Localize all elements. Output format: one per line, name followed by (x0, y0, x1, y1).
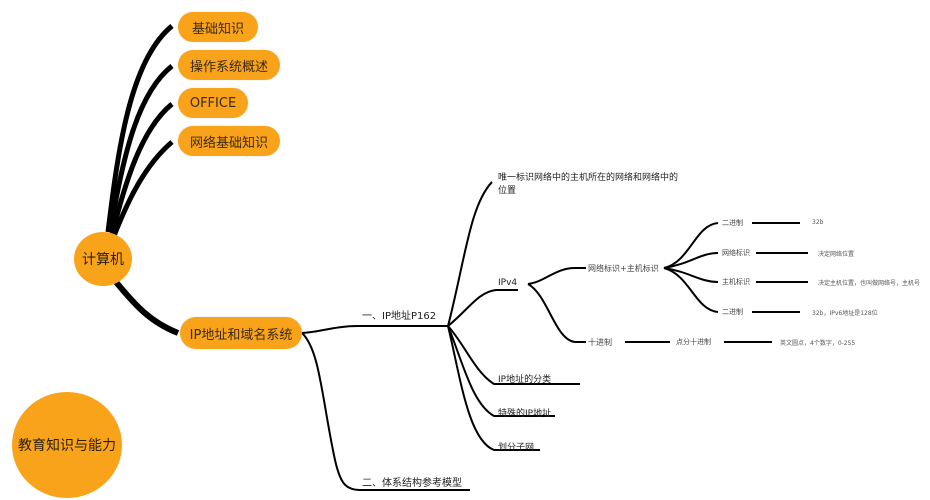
dotted-decimal-label[interactable]: 点分十进制 (676, 338, 711, 346)
edge-office (109, 102, 174, 235)
dotted-decimal-note: 英文圆点，4个数字，0-255 (780, 340, 856, 347)
binary-1-note: 32b (812, 219, 824, 226)
branch-os-label: 操作系统概述 (189, 59, 268, 75)
corner-node[interactable]: 教育知识与能力 (12, 392, 122, 498)
edge-netmark (663, 252, 719, 269)
root-node[interactable]: 计算机 (74, 232, 132, 286)
decimal-label[interactable]: 十进制 (588, 338, 612, 347)
hostmark-label[interactable]: 主机标识 (722, 278, 750, 286)
edge-arch-section (301, 332, 470, 491)
corner-label: 教育知识与能力 (18, 438, 116, 454)
edge-ip-domain (113, 280, 180, 336)
edge-basics (105, 24, 174, 233)
root-label: 计算机 (82, 252, 124, 268)
binary-2-label[interactable]: 二进制 (722, 308, 743, 316)
branch-ip-domain[interactable]: IP地址和域名系统 (180, 317, 302, 349)
branch-basics[interactable]: 基础知识 (178, 12, 258, 42)
edge-decimal (527, 283, 586, 343)
unique-id-label[interactable]: 唯一标识网络中的主机所在的网络和网络中的位置 (498, 173, 679, 196)
branch-network-label: 网络基础知识 (189, 135, 268, 151)
edge-netid (527, 267, 586, 285)
branch-office-label: OFFICE (189, 95, 237, 111)
subnet-label[interactable]: 划分子网 (498, 443, 535, 453)
edge-unique-id (447, 181, 493, 327)
arch-section-label[interactable]: 二、体系结构参考模型 (362, 478, 462, 489)
branch-ip-domain-label: IP地址和域名系统 (189, 327, 293, 343)
branch-network[interactable]: 网络基础知识 (178, 126, 280, 156)
branch-os[interactable]: 操作系统概述 (178, 50, 280, 80)
edge-network (111, 140, 174, 237)
special-ip-label[interactable]: 特殊的IP地址 (498, 409, 552, 419)
branch-office[interactable]: OFFICE (178, 88, 248, 118)
binary-1-label[interactable]: 二进制 (722, 219, 743, 227)
hostmark-note: 决定主机位置，也叫做网络号，主机号 (818, 280, 921, 287)
edge-binary-2 (663, 267, 719, 313)
edge-os (107, 64, 174, 233)
edge-classes (447, 325, 580, 385)
edge-subnet (447, 325, 540, 451)
edge-ip-section (301, 325, 448, 334)
binary-2-note: 32b，IPv6地址是128位 (812, 310, 878, 317)
branch-basics-label: 基础知识 (191, 21, 244, 37)
edge-ipv4 (447, 289, 518, 327)
edge-special (447, 325, 555, 417)
edge-binary-1 (663, 222, 719, 269)
edge-hostmark (663, 267, 719, 283)
netid-label[interactable]: 网络标识+主机标识 (588, 264, 659, 273)
netmark-label[interactable]: 网络标识 (722, 249, 750, 257)
ip-section-label[interactable]: 一、IP地址P162 (362, 311, 437, 322)
ip-classes-label[interactable]: IP地址的分类 (498, 375, 552, 385)
netmark-note: 决定网络位置 (818, 251, 855, 258)
ipv4-label[interactable]: IPv4 (498, 278, 518, 288)
